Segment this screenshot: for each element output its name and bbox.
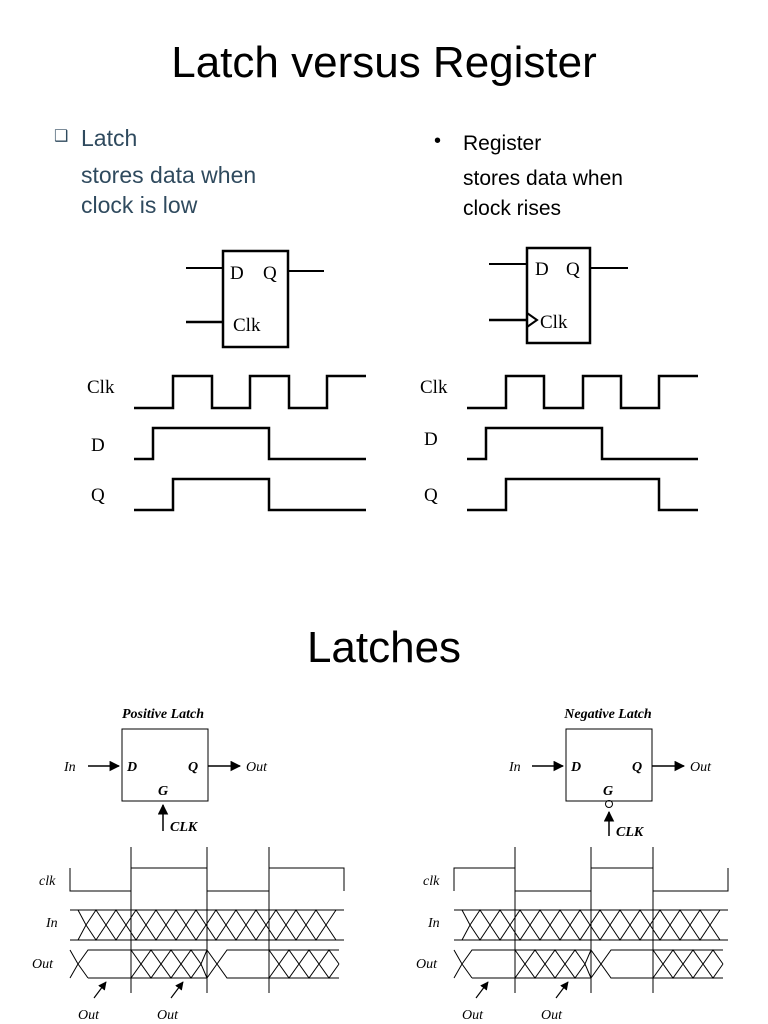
register-box [525, 246, 592, 345]
register-timing-clk-label: Clk [420, 377, 448, 398]
negative-out-pointer1-icon [475, 981, 489, 999]
latch-q-pin: Q [263, 263, 277, 284]
latch-description-line1: stores data when [81, 162, 257, 188]
negative-latch-title: Negative Latch [563, 707, 652, 722]
slide1-title: Latch versus Register [171, 38, 597, 87]
negative-clk-label: CLK [616, 825, 645, 840]
negative-inversion-bubble-icon [605, 800, 613, 808]
latch-description-line2: clock is low [81, 192, 198, 218]
negative-in-waveform [454, 909, 728, 941]
negative-out-label: Out [690, 760, 712, 775]
negative-timing-in-label: In [427, 916, 440, 931]
latch-bullet-icon: ❑ [54, 128, 69, 145]
register-timing-q-label: Q [424, 485, 438, 506]
slide2-title: Latches [306, 623, 462, 672]
negative-out-pointer2-icon [555, 981, 569, 999]
negative-q-pin: Q [632, 760, 642, 775]
positive-latch-box [121, 728, 209, 802]
negative-clk-waveform [453, 867, 729, 892]
positive-q-pin: Q [188, 760, 198, 775]
negative-out-annotation2: Out [541, 1008, 563, 1023]
positive-g-pin: G [158, 784, 168, 799]
latch-timing-clk-label: Clk [87, 377, 115, 398]
register-q-waveform [467, 477, 698, 512]
negative-out-waveform [453, 949, 724, 979]
positive-in-waveform [70, 909, 344, 941]
latch-d-waveform [134, 426, 366, 461]
register-d-waveform [467, 426, 698, 461]
latch-d-pin: D [230, 263, 244, 284]
register-clock-edge-icon [526, 312, 539, 328]
register-heading: Register [463, 132, 542, 155]
latch-q-waveform [134, 477, 366, 512]
latch-clk-waveform [134, 374, 366, 410]
negative-g-pin: G [603, 784, 613, 799]
register-clk-waveform [467, 374, 698, 410]
register-clk-pin: Clk [540, 312, 568, 333]
latch-box [221, 249, 290, 349]
register-description-line1: stores data when [463, 167, 623, 190]
positive-timing-clk-label: clk [39, 874, 56, 889]
register-d-pin: D [535, 259, 549, 280]
positive-out-waveform [69, 949, 340, 979]
latch-clk-pin: Clk [233, 315, 261, 336]
register-bullet-icon: • [434, 130, 442, 152]
positive-out-label: Out [246, 760, 268, 775]
register-description-line2: clock rises [463, 197, 562, 220]
positive-timing-in-label: In [45, 916, 58, 931]
register-timing-d-label: D [424, 429, 438, 450]
latch-symbol [186, 249, 324, 349]
register-q-pin: Q [566, 259, 580, 280]
positive-out-pointer2-icon [170, 981, 184, 999]
negative-timing-clk-label: clk [423, 874, 440, 889]
positive-d-pin: D [126, 760, 137, 775]
negative-edge-markers [514, 847, 654, 993]
positive-in-label: In [63, 760, 76, 775]
positive-latch-title: Positive Latch [122, 707, 204, 722]
register-symbol [489, 246, 628, 345]
positive-clk-label: CLK [170, 820, 199, 835]
negative-timing-out-label: Out [416, 957, 438, 972]
latch-timing-q-label: Q [91, 485, 105, 506]
positive-clk-waveform [69, 867, 345, 892]
positive-out-pointer1-icon [93, 981, 107, 999]
negative-in-label: In [508, 760, 521, 775]
negative-d-pin: D [570, 760, 581, 775]
positive-out-annotation2: Out [157, 1008, 179, 1023]
positive-edge-markers [130, 847, 270, 993]
positive-out-annotation1: Out [78, 1008, 100, 1023]
latch-heading: Latch [81, 125, 138, 151]
latch-timing-d-label: D [91, 435, 105, 456]
positive-timing-out-label: Out [32, 957, 54, 972]
negative-out-annotation1: Out [462, 1008, 484, 1023]
